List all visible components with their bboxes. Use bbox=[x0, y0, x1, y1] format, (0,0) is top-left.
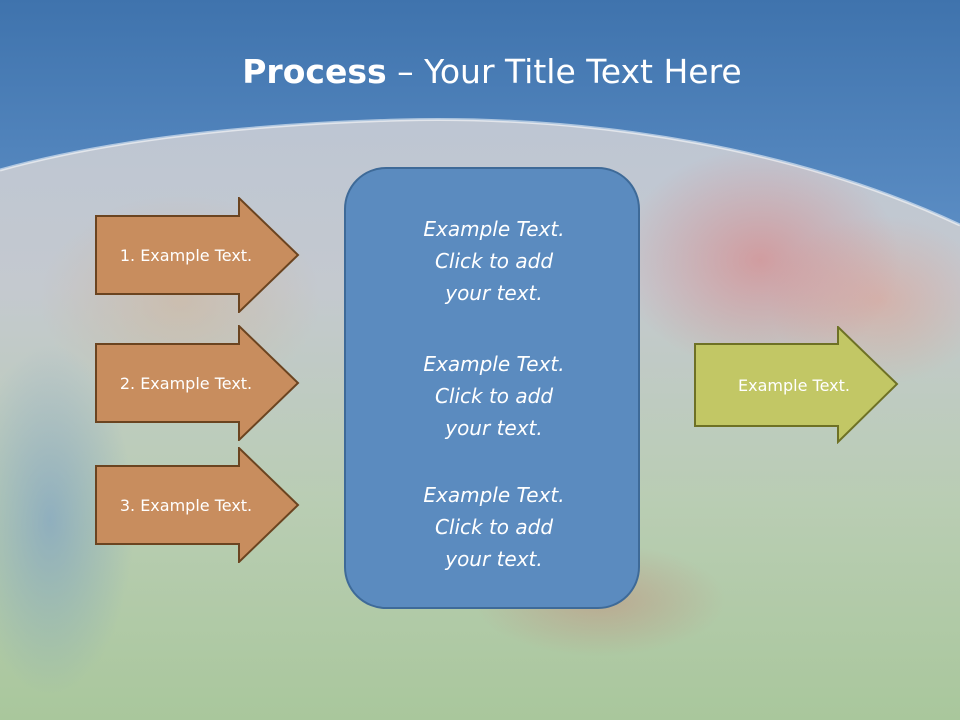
block-line: your text. bbox=[445, 416, 543, 440]
block-line: your text. bbox=[445, 281, 543, 305]
slide-title: Process – Your Title Text Here bbox=[0, 52, 960, 91]
center-text-box[interactable]: Example Text. Click to add your text. Ex… bbox=[344, 167, 640, 609]
left-arrow-label: 2. Example Text. bbox=[119, 373, 253, 393]
left-arrow-2[interactable]: 2. Example Text. bbox=[95, 325, 300, 441]
block-line: Example Text. bbox=[423, 352, 565, 376]
left-arrow-3[interactable]: 3. Example Text. bbox=[95, 447, 300, 563]
title-text: – Your Title Text Here bbox=[386, 52, 742, 91]
center-text-block-2: Example Text. Click to add your text. bbox=[346, 348, 642, 444]
right-arrow-shape bbox=[694, 326, 899, 444]
left-arrow-1[interactable]: 1. Example Text. bbox=[95, 197, 300, 313]
right-arrow-label: Example Text. bbox=[738, 375, 850, 395]
block-line: Click to add bbox=[434, 515, 554, 539]
right-arrow[interactable]: Example Text. bbox=[694, 326, 899, 444]
left-arrow-label: 3. Example Text. bbox=[119, 495, 253, 515]
block-line: Example Text. bbox=[423, 483, 565, 507]
block-line: Click to add bbox=[434, 249, 554, 273]
left-arrow-shape bbox=[95, 197, 300, 313]
block-line: your text. bbox=[445, 547, 543, 571]
block-line: Click to add bbox=[434, 384, 554, 408]
left-arrow-shape bbox=[95, 447, 300, 563]
left-arrow-shape bbox=[95, 325, 300, 441]
block-line: Example Text. bbox=[423, 217, 565, 241]
center-text-block-1: Example Text. Click to add your text. bbox=[346, 213, 642, 309]
title-bold: Process bbox=[242, 52, 387, 91]
center-text-block-3: Example Text. Click to add your text. bbox=[346, 479, 642, 575]
left-arrow-label: 1. Example Text. bbox=[119, 245, 253, 265]
